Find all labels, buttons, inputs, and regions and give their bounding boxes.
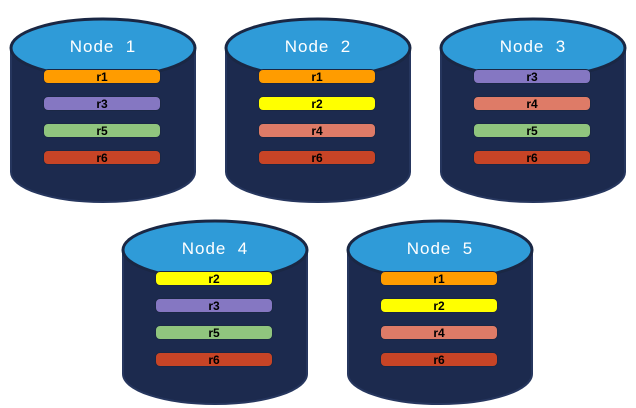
replica-bar: r1	[258, 69, 376, 84]
replica-bar: r2	[380, 298, 498, 313]
replica-bar: r1	[43, 69, 161, 84]
node-2: Node 2 r1 r2 r4 r6	[223, 8, 413, 204]
replica-bar: r6	[155, 352, 273, 367]
replica-bar: r6	[258, 150, 376, 165]
node-3-title: Node 3	[499, 37, 567, 56]
node-2-title: Node 2	[284, 37, 352, 56]
replica-bar: r4	[380, 325, 498, 340]
replica-bar: r5	[43, 123, 161, 138]
replica-bar: r4	[258, 123, 376, 138]
replica-bar: r3	[155, 298, 273, 313]
replica-bar: r6	[43, 150, 161, 165]
replica-bar: r2	[155, 271, 273, 286]
replica-bar: r5	[473, 123, 591, 138]
replica-bar: r2	[258, 96, 376, 111]
replica-bar: r1	[380, 271, 498, 286]
node-4-title: Node 4	[181, 239, 249, 258]
replica-bar: r5	[155, 325, 273, 340]
node-1-title: Node 1	[69, 37, 137, 56]
node-4: Node 4 r2 r3 r5 r6	[120, 210, 310, 406]
replica-bar: r3	[473, 69, 591, 84]
replica-bar: r6	[473, 150, 591, 165]
replica-bar: r6	[380, 352, 498, 367]
replica-bar: r4	[473, 96, 591, 111]
node-5-title: Node 5	[406, 239, 474, 258]
node-1: Node 1 r1 r3 r5 r6	[8, 8, 198, 204]
replica-bar: r3	[43, 96, 161, 111]
node-3: Node 3 r3 r4 r5 r6	[438, 8, 628, 204]
node-5: Node 5 r1 r2 r4 r6	[345, 210, 535, 406]
